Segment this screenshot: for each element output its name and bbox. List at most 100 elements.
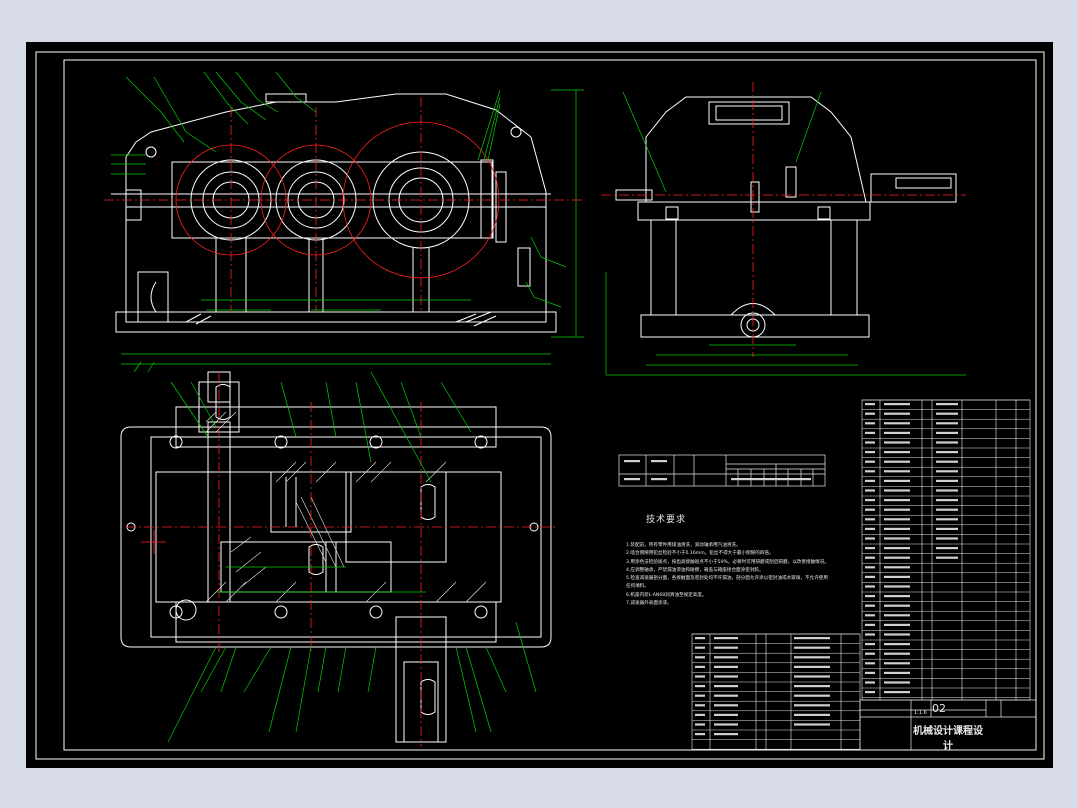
cell-glyph [936,556,958,559]
technical-requirements-list: 1.装配前，所有零件用煤油清洗，滚动轴承用汽油清洗。 2.啮合侧隙用铅丝检验不小… [626,542,856,608]
cell-glyph [884,451,910,454]
cell-glyph [865,451,875,454]
cell-glyph [714,646,738,649]
cell-glyph [936,431,958,434]
cell-glyph [884,412,910,415]
cell-glyph [884,604,910,607]
cell-glyph [884,460,910,463]
title-block [859,699,1037,751]
cell-glyph [865,422,875,425]
cell-glyph [714,723,738,726]
cell-glyph [884,691,910,694]
cell-glyph [936,508,958,511]
cell-glyph [865,652,875,655]
cell-glyph [884,537,910,540]
cell-glyph [865,489,875,492]
cell-glyph [884,479,910,482]
cell-glyph [714,694,738,697]
plan-view-dimensions [167,371,537,743]
tech-req-item-6: 任何填料。 [626,584,649,590]
cell-glyph [695,694,705,697]
cell-glyph [884,527,910,530]
gear-table [618,454,826,487]
cell-glyph [624,460,640,463]
cell-glyph [884,614,910,617]
tech-req-item-8: 7.减速器外表面涂漆。 [626,601,672,607]
tech-req-item-5: 5.检查减速器剖分面，各接触面及密封处均不许漏油，剖分面允许涂以密封油或水玻璃，… [626,576,828,582]
front-view-centerlines [104,97,586,312]
cell-glyph [865,633,875,636]
cell-glyph [695,723,705,726]
cell-glyph [695,704,705,707]
cell-glyph [936,412,958,415]
cell-glyph [936,451,958,454]
cell-glyph [884,566,910,569]
cell-glyph [865,431,875,434]
cell-glyph [865,575,875,578]
cell-glyph [865,470,875,473]
title-block-scale: 1:1.6 [914,710,927,716]
title-block-drawing-number: 02 [932,702,946,715]
cell-glyph [884,633,910,636]
cell-glyph [714,704,738,707]
cell-glyph [695,733,705,736]
cell-glyph [865,566,875,569]
cell-glyph [865,623,875,626]
cell-glyph [695,665,705,668]
title-block-main-title: 机械设计课程设计 [913,726,983,752]
cell-glyph [794,646,830,649]
cell-glyph [695,713,705,716]
cell-glyph [884,575,910,578]
cell-glyph [884,662,910,665]
cell-glyph [936,479,958,482]
cell-glyph [651,478,667,481]
cell-glyph [714,733,738,736]
cell-glyph [884,499,910,502]
cell-glyph [884,623,910,626]
cell-glyph [865,614,875,617]
cell-glyph [714,637,738,640]
cell-glyph [884,403,910,406]
cell-glyph [936,441,958,444]
cell-glyph [794,704,830,707]
cell-glyph [865,441,875,444]
cell-glyph [865,681,875,684]
cell-glyph [884,441,910,444]
cell-glyph [714,675,738,678]
cell-glyph [695,646,705,649]
cell-glyph [936,537,958,540]
cell-glyph [714,685,738,688]
plan-view [120,371,552,743]
cell-glyph [794,675,830,678]
cell-glyph [865,527,875,530]
cell-glyph [884,671,910,674]
cell-glyph [794,723,830,726]
cell-glyph [884,470,910,473]
cell-glyph [794,713,830,716]
cell-glyph [695,656,705,659]
plan-view-centerlines [126,372,556,747]
cell-glyph [865,403,875,406]
cell-glyph [651,460,667,463]
cell-glyph [714,665,738,668]
front-view-dimensions [111,71,584,373]
side-view-centerlines [601,82,966,357]
cell-glyph [794,637,830,640]
cell-glyph [865,585,875,588]
cad-viewport[interactable]: 技术要求 1.装配前，所有零件用煤油清洗，滚动轴承用汽油清洗。 2.啮合侧隙用铅… [26,42,1053,768]
cell-glyph [884,556,910,559]
cell-glyph [865,537,875,540]
cell-glyph [884,547,910,550]
cell-glyph [936,460,958,463]
cell-glyph [936,547,958,550]
cell-glyph [884,652,910,655]
cell-glyph [865,662,875,665]
cell-glyph [624,478,640,481]
tech-req-item-1: 1.装配前，所有零件用煤油清洗，滚动轴承用汽油清洗。 [626,543,741,548]
side-view-dimensions [605,91,966,376]
cell-glyph [865,508,875,511]
cell-glyph [695,685,705,688]
inner-frame [63,59,1037,751]
cell-glyph [865,518,875,521]
cell-glyph [884,681,910,684]
